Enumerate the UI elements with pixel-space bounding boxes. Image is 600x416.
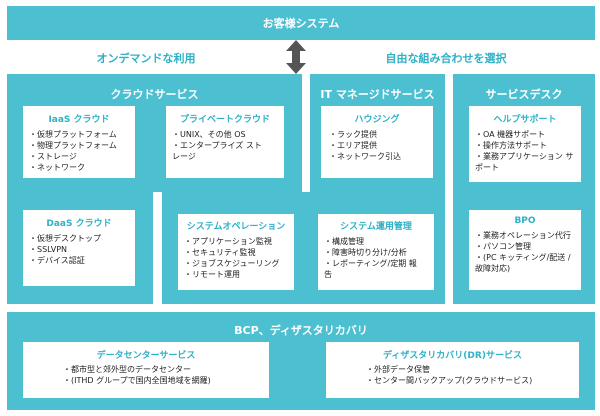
iaas-item: 仮想プラットフォーム — [29, 129, 135, 140]
iaas-cloud-box: IaaS クラウド 仮想プラットフォーム 物理プラットフォーム ストレージ ネッ… — [23, 106, 135, 178]
housing-item: ラック提供 — [329, 129, 433, 140]
housing-item: エリア提供 — [329, 140, 433, 151]
sysmgmt-item: レポーティング/定期 報告 — [324, 258, 424, 280]
helpdesk-item: OA 機器サポート — [475, 129, 581, 140]
iaas-item: ストレージ — [29, 151, 135, 162]
help-support-title: ヘルプサポート — [493, 115, 557, 125]
sysop-item: アプリケーション監視 — [184, 236, 294, 247]
data-center-box: データセンターサービス 都市型と郊外型のデータセンター (ITHD グループで国… — [23, 342, 269, 398]
service-desk-title: サービスデスク — [485, 88, 563, 101]
private-item: UNIX、その他 OS — [172, 129, 284, 140]
system-operation-title: システムオペレーション — [186, 222, 286, 232]
private-item: エンタープライズ ストレージ — [172, 140, 268, 162]
iaas-cloud-title: IaaS クラウド — [48, 115, 110, 125]
sysmgmt-item: 障害時切り分け/分析 — [324, 247, 434, 258]
dr-item: センター間バックアップ(クラウドサービス) — [366, 375, 579, 386]
iaas-item: 物理プラットフォーム — [29, 140, 135, 151]
bpo-box: BPO 業務オペレーション代行 パソコン管理 (PC キッティング/配送 /故障… — [469, 210, 581, 290]
cloud-service-title: クラウドサービス — [110, 88, 199, 101]
private-cloud-box: プライベートクラウド UNIX、その他 OS エンタープライズ ストレージ — [166, 106, 284, 178]
bpo-item: (PC キッティング/配送 /故障対応) — [475, 252, 575, 274]
disaster-recovery-box: ディザスタリカバリ(DR)サービス 外部データ保管 センター間バックアップ(クラ… — [326, 342, 579, 398]
housing-item: ネットワーク引込 — [329, 151, 433, 162]
free-combination-label: 自由な組み合わせを選択 — [385, 52, 507, 65]
bpo-item: パソコン管理 — [475, 241, 581, 252]
daas-item: 仮想デスクトップ — [29, 233, 135, 244]
customer-system-band — [7, 6, 595, 40]
dc-item: 都市型と郊外型のデータセンター — [63, 364, 269, 375]
disaster-recovery-title: ディザスタリカバリ(DR)サービス — [383, 351, 522, 361]
sysmgmt-item: 構成管理 — [324, 236, 434, 247]
housing-title: ハウジング — [354, 115, 400, 125]
system-management-title: システム運用管理 — [340, 222, 412, 232]
system-management-box: システム運用管理 構成管理 障害時切り分け/分析 レポーティング/定期 報告 — [318, 214, 434, 290]
sysop-item: セキュリティ監視 — [184, 247, 294, 258]
help-support-box: ヘルプサポート OA 機器サポート 操作方法サポート 業務アプリケーション サポ… — [469, 106, 581, 182]
bcp-title: BCP、ディザスタリカバリ — [234, 324, 368, 337]
daas-cloud-box: DaaS クラウド 仮想デスクトップ SSLVPN デバイス認証 — [23, 210, 135, 286]
sysop-item: リモート運用 — [184, 269, 294, 280]
it-managed-title: IT マネージドサービス — [320, 88, 435, 101]
housing-box: ハウジング ラック提供 エリア提供 ネットワーク引込 — [321, 106, 433, 178]
helpdesk-item: 操作方法サポート — [475, 140, 581, 151]
on-demand-label: オンデマンドな利用 — [96, 52, 196, 65]
iaas-item: ネットワーク — [29, 162, 135, 173]
bpo-item: 業務オペレーション代行 — [475, 230, 581, 241]
bpo-title: BPO — [514, 216, 536, 226]
dr-item: 外部データ保管 — [366, 364, 579, 375]
daas-item: デバイス認証 — [29, 255, 135, 266]
system-operation-box: システムオペレーション アプリケーション監視 セキュリティ監視 ジョブスケジュー… — [178, 214, 294, 290]
data-center-title: データセンターサービス — [96, 351, 196, 361]
up-down-arrow-icon — [286, 40, 306, 74]
customer-system-title: お客様システム — [262, 17, 340, 30]
helpdesk-item: 業務アプリケーション サポート — [475, 151, 575, 173]
daas-cloud-title: DaaS クラウド — [46, 219, 112, 229]
daas-item: SSLVPN — [29, 244, 135, 255]
private-cloud-title: プライベートクラウド — [179, 115, 270, 125]
dc-item: (ITHD グループで国内全国地域を網羅) — [63, 375, 269, 386]
sysop-item: ジョブスケジューリング — [184, 258, 294, 269]
